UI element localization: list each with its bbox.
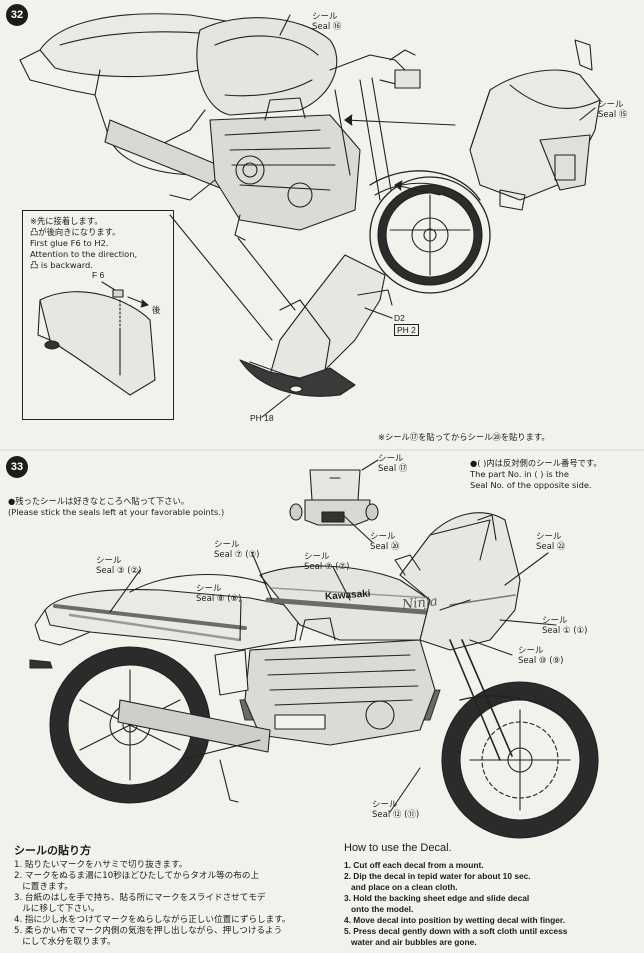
howto-jp-list: 1. 貼りたいマークをハサミで切り抜きます。 2. マークをぬるま湯に10秒ほど… xyxy=(14,860,332,948)
list-item: 5. 柔らかい布でマーク内側の気泡を押し出しながら、押しつけるよう にして水分を… xyxy=(14,926,283,947)
howto-jp-title: シールの貼り方 xyxy=(14,844,91,857)
note-line: 凸が後向きになります。 xyxy=(30,227,121,237)
note-en: The part No. in ( ) is the xyxy=(470,469,569,479)
seal-en: Seal xyxy=(542,626,561,636)
step-32-badge: 32 xyxy=(6,4,28,26)
list-item: 2. Dip the decal in tepid water for abou… xyxy=(344,871,531,892)
note-line: First glue F6 to H2. xyxy=(30,238,109,248)
seal-jp: シール xyxy=(542,616,568,626)
seal-en: Seal xyxy=(312,22,331,32)
seal-jp: シール xyxy=(96,556,122,566)
seal-jp: シール xyxy=(598,100,624,110)
seal-number: ① (①) xyxy=(562,626,588,636)
seal-16-label: シール Seal ⑯ xyxy=(312,12,341,32)
seal-20-label: シール Seal ⑳ xyxy=(370,532,399,552)
seal-15-label: シール Seal ⑮ xyxy=(598,100,627,120)
howto-en-list: 1. Cut off each decal from a mount. 2. D… xyxy=(344,860,642,948)
seal-en: Seal xyxy=(96,566,115,576)
detail-box-drawing xyxy=(37,281,156,396)
seal-8-label: シール Seal ⑧ (⑧) xyxy=(196,584,241,604)
seal-en: Seal xyxy=(214,550,233,560)
back-direction-label: 後 xyxy=(152,305,161,315)
part-h2-label: PH 2 xyxy=(394,324,419,336)
howto-en-title: How to use the Decal. xyxy=(344,842,452,854)
seal-number: ⑧ (⑧) xyxy=(216,594,242,604)
list-item: 2. マークをぬるま湯に10秒ほどひたしてからタオル等の布の上 に置きます。 xyxy=(14,871,260,892)
seal-jp: シール xyxy=(378,454,404,464)
part-f6-label: F 6 xyxy=(92,270,105,280)
note-en: Seal No. of the opposite side. xyxy=(470,480,592,490)
seal-number: ⑮ xyxy=(618,110,628,120)
seal-en: Seal xyxy=(598,110,617,120)
seal-22-label: シール Seal ㉒ xyxy=(536,532,565,552)
seal-number: ⑰ xyxy=(398,464,408,474)
step33-callouts xyxy=(109,552,557,813)
step32-footnote: ※シール⑰を貼ってからシール⑳を貼ります。 xyxy=(378,432,550,442)
list-item: 4. Move decal into position by wetting d… xyxy=(344,915,566,925)
seal-3-label: シール Seal ③ (②) xyxy=(96,556,141,576)
seal-en: Seal xyxy=(378,464,397,474)
note-line: 凸 is backward. xyxy=(30,260,93,270)
seal-en: Seal xyxy=(372,810,391,820)
list-item: 1. Cut off each decal from a mount. xyxy=(344,860,484,870)
step32-arrows xyxy=(279,14,596,196)
seal-en: Seal xyxy=(196,594,215,604)
seal-number: ⑩ (⑨) xyxy=(538,656,564,666)
seal-jp: シール xyxy=(312,12,338,22)
step33-front-view xyxy=(289,459,379,543)
seal-12-label: シール Seal ⑫ (⑪) xyxy=(372,800,419,820)
seal-jp: シール xyxy=(214,540,240,550)
note-jp: ●( )内は反対側のシール番号です。 xyxy=(470,458,602,468)
seal-number: ⑦ (⑦) xyxy=(324,562,350,572)
seal-10-label: シール Seal ⑩ (⑨) xyxy=(518,646,563,666)
list-item: 4. 指に少し水をつけてマークをぬらしながら正しい位置にずらします。 xyxy=(14,915,291,925)
seal-1-label: シール Seal ① (①) xyxy=(542,616,587,636)
note-line: Attention to the direction, xyxy=(30,249,138,259)
instruction-en: (Please stick the seals left at your fav… xyxy=(8,507,225,517)
seal-jp: シール xyxy=(536,532,562,542)
seal-7-left-label: シール Seal ⑦ (⑦) xyxy=(214,540,259,560)
seal-en: Seal xyxy=(518,656,537,666)
seal-number: ㉒ xyxy=(556,542,566,552)
seal-en: Seal xyxy=(370,542,389,552)
step33-instruction: ●残ったシールは好きなところへ貼って下さい。 (Please stick the… xyxy=(8,496,224,518)
seal-number: ③ (②) xyxy=(116,566,142,576)
part-h18-label: PH 18 xyxy=(250,413,274,423)
seal-number: ⑦ (⑦) xyxy=(234,550,260,560)
list-item: 3. 台紙のはしを手で持ち、貼る所にマークをスライドさせてモデ ルに移して下さい… xyxy=(14,893,266,914)
seal-jp: シール xyxy=(518,646,544,656)
seal-number: ⑳ xyxy=(390,542,400,552)
seal-number: ⑫ (⑪) xyxy=(392,810,420,820)
list-item: 1. 貼りたいマークをハサミで切り抜きます。 xyxy=(14,860,188,870)
opposite-side-note: ●( )内は反対側のシール番号です。 The part No. in ( ) i… xyxy=(470,458,602,491)
step32-callouts xyxy=(169,214,393,418)
detail-box xyxy=(22,210,174,420)
note-line: ※先に接着します。 xyxy=(30,216,103,226)
step32-fairing xyxy=(469,39,601,211)
seal-jp: シール xyxy=(304,552,330,562)
step-33-badge: 33 xyxy=(6,456,28,478)
list-item: 3. Hold the backing sheet edge and slide… xyxy=(344,893,530,914)
seal-en: Seal xyxy=(304,562,323,572)
seal-jp: シール xyxy=(370,532,396,542)
instruction-jp: ●残ったシールは好きなところへ貼って下さい。 xyxy=(8,496,190,506)
seal-jp: シール xyxy=(372,800,398,810)
seal-17-label: シール Seal ⑰ xyxy=(378,454,407,474)
step32-bike-body xyxy=(19,13,491,294)
step33-motorcycle xyxy=(29,512,599,839)
step32-under-cowl xyxy=(239,254,393,397)
seal-number: ⑯ xyxy=(332,22,342,32)
seal-en: Seal xyxy=(536,542,555,552)
seal-jp: シール xyxy=(196,584,222,594)
list-item: 5. Press decal gently down with a soft c… xyxy=(344,926,568,947)
seal-7-right-label: シール Seal ⑦ (⑦) xyxy=(304,552,349,572)
detail-box-note: ※先に接着します。 凸が後向きになります。 First glue F6 to H… xyxy=(30,216,137,271)
part-d2-label: D2 xyxy=(394,313,405,323)
